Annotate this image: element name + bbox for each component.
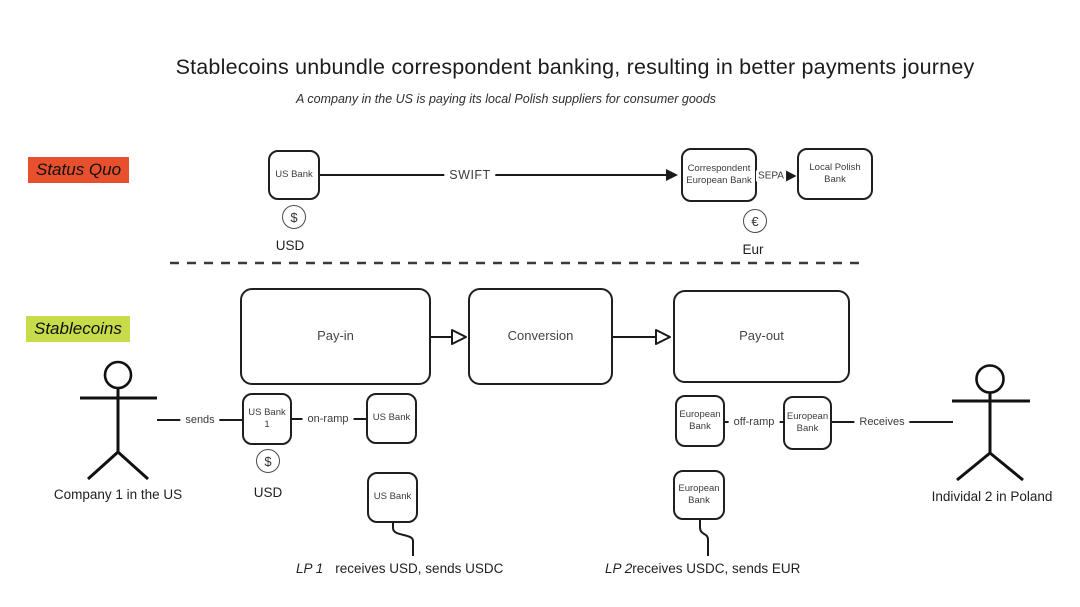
sepa-arrowhead [785,170,797,182]
individual-person-icon [952,364,1030,482]
conversion-node: Conversion [468,288,613,385]
payin-conversion-arrowhead [451,329,467,345]
lp2-note: LP 2receives USDC, sends EUR [605,561,800,576]
pay-out-node: Pay-out [673,290,850,383]
us-bank-1-node: US Bank 1 [242,393,292,445]
receives-label: Receives [854,416,910,428]
eur-label: Eur [742,242,764,257]
lp1-squiggle [392,523,414,556]
off-ramp-label: off-ramp [728,416,780,428]
lp1-text: receives USD, sends USDC [335,561,504,576]
conversion-payout-arrowhead [655,329,671,345]
individual-caption: Individal 2 in Poland [931,489,1053,504]
european-bank-2-node: European Bank [783,396,832,450]
lp2-squiggle [699,520,709,556]
swift-arrowhead [666,169,678,181]
usd-label-top: USD [275,238,305,253]
on-ramp-label: on-ramp [302,413,354,425]
sepa-label: SEPA [756,170,786,182]
correspondent-european-bank-node: Correspondent European Bank [681,148,757,202]
page-subtitle: A company in the US is paying its local … [296,92,716,106]
company-person-icon [80,360,157,481]
us-bank-node-top: US Bank [268,150,320,200]
status-quo-section-label: Status Quo [28,157,130,183]
lp2-text: receives USDC, sends EUR [632,561,801,576]
lp1-note: LP 1 receives USD, sends USDC [296,561,503,576]
dollar-currency-icon-bottom: $ [256,449,280,473]
pay-in-node: Pay-in [240,288,431,385]
sends-label: sends [180,414,220,426]
swift-label: SWIFT [444,168,496,182]
lp2-prefix: LP 2 [605,561,633,576]
us-bank-lp1-node: US Bank [367,472,418,523]
european-bank-off-ramp-node: European Bank [675,395,725,447]
company-caption: Company 1 in the US [53,487,183,502]
dollar-currency-icon-top: $ [282,205,306,229]
page-title: Stablecoins unbundle correspondent banki… [175,55,975,79]
euro-currency-icon: € [743,209,767,233]
lp1-prefix: LP 1 [296,561,324,576]
local-polish-bank-node: Local Polish Bank [797,148,873,200]
stablecoins-section-label: Stablecoins [26,316,130,342]
us-bank-on-ramp-node: US Bank [366,393,417,444]
european-bank-lp2-node: European Bank [673,470,725,520]
usd-label-bottom: USD [253,485,283,500]
